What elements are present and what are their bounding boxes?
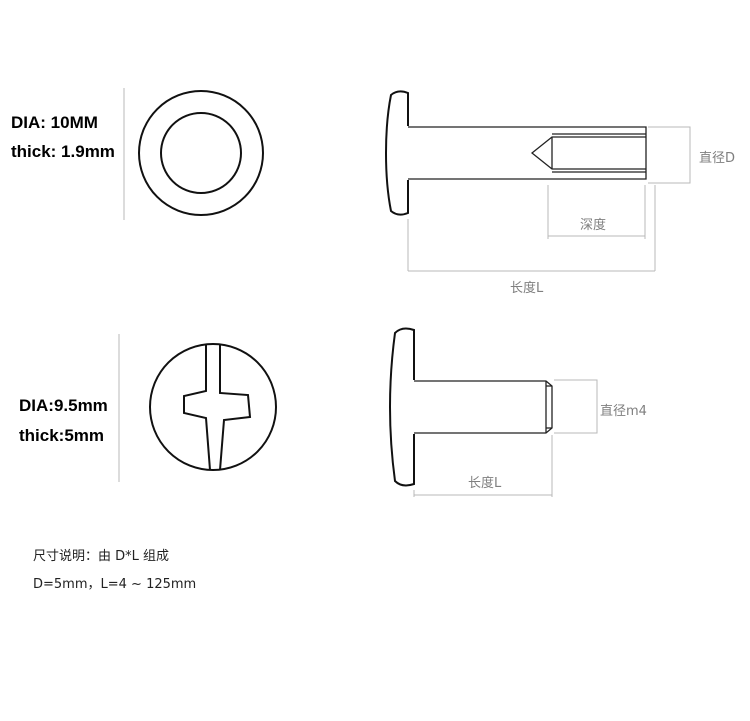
phillips-cross-slot	[183, 344, 252, 471]
bottom-diameter-dim-line	[554, 379, 598, 434]
top-length-dim-line	[407, 185, 656, 272]
size-note-line-1: 尺寸说明：由 D*L 组成	[33, 549, 170, 564]
top-inner-ring	[160, 112, 242, 194]
bottom-thick-label: thick:5mm	[19, 426, 105, 445]
top-shank-profile	[408, 126, 647, 180]
size-note-line-2: D=5mm，L=4 ~ 125mm	[33, 577, 197, 592]
bottom-front-view	[118, 334, 277, 482]
bottom-length-dim-line	[413, 435, 553, 497]
bottom-outer-circle	[149, 343, 277, 471]
bottom-side-view	[388, 327, 598, 497]
top-outer-circle	[138, 90, 264, 216]
top-front-view	[123, 88, 264, 220]
top-diameter-dim-label: 直径D	[699, 151, 736, 166]
bottom-diameter-dim-label: 直径m4	[600, 404, 647, 419]
bottom-length-dim-label: 长度L	[468, 476, 502, 491]
top-dia-label: DIA: 10MM	[11, 113, 98, 132]
bottom-dia-label: DIA:9.5mm	[19, 396, 108, 415]
top-side-view	[384, 90, 691, 272]
top-head-profile	[384, 90, 409, 216]
top-diameter-dim-line	[648, 126, 691, 184]
top-depth-dim-line	[547, 185, 646, 239]
top-bore-profile	[530, 136, 646, 170]
top-thick-label: thick: 1.9mm	[11, 142, 115, 161]
top-length-dim-label: 长度L	[510, 281, 544, 296]
top-depth-dim-label: 深度	[580, 218, 607, 233]
bottom-head-profile	[388, 327, 415, 487]
bottom-shank-profile	[414, 380, 553, 434]
